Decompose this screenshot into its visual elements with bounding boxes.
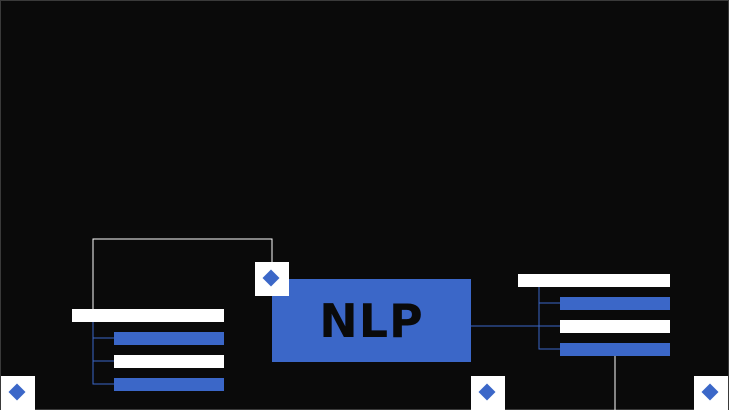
left-to-center-connector [92,238,273,309]
left-group-item-bar-3 [114,378,224,391]
left-group-header-bar [72,309,224,322]
nlp-node: NLP [272,279,471,362]
diamond-icon [478,383,496,401]
bottom-right-diamond-tile [694,376,728,410]
diamond-icon [701,383,719,401]
top-diamond-tile [255,262,289,296]
left-tree-spine [92,322,114,385]
left-group-item-bar-1 [114,332,224,345]
nlp-node-label: NLP [319,293,424,348]
bottom-left-diamond-tile [1,376,35,410]
left-group-item-bar-2 [114,355,224,368]
diamond-icon [8,383,26,401]
right-group-item-bar-2 [560,320,670,333]
right-group-header-bar [518,274,670,287]
right-tree-spine [538,287,560,350]
diamond-icon [262,269,280,287]
right-group-item-bar-3 [560,343,670,356]
right-group-item-bar-1 [560,297,670,310]
bottom-center-diamond-tile [471,376,505,410]
